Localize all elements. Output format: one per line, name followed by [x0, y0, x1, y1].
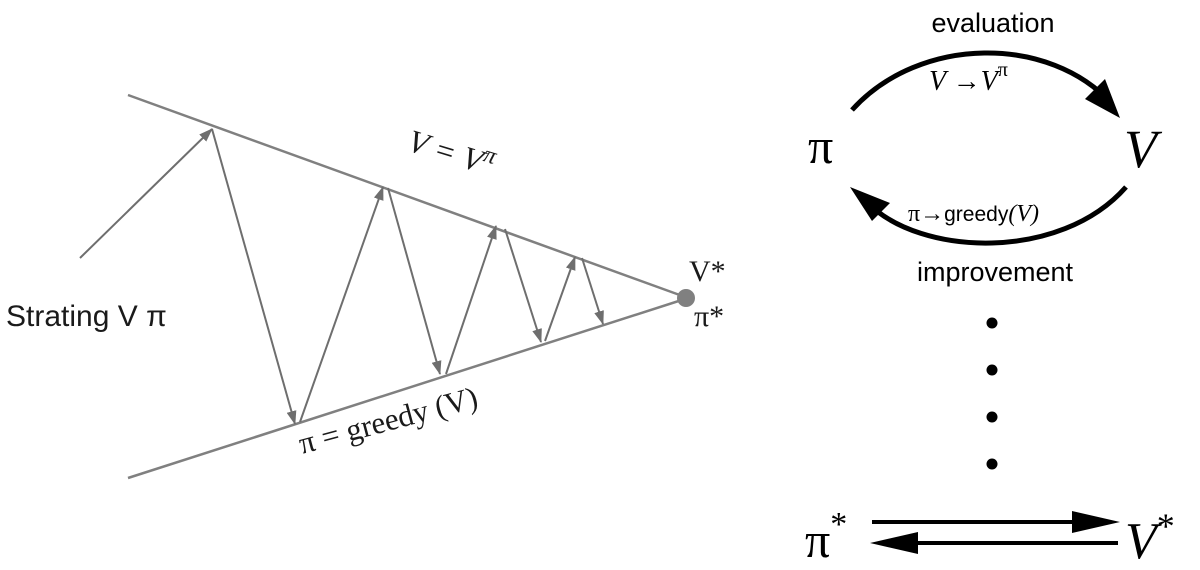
value-node: V — [1124, 119, 1163, 179]
zigzag-arrows — [211, 128, 604, 425]
optimal-value-label: V* — [1125, 506, 1175, 570]
improvement-arc — [866, 185, 1128, 246]
starting-arrow — [79, 128, 213, 259]
optimal-forward-arrowhead — [1072, 511, 1120, 533]
evaluation-label: evaluation — [931, 8, 1054, 38]
zigzag-arrow-down — [581, 257, 604, 325]
zigzag-arrow-down — [387, 187, 442, 375]
zigzag-arrow-up — [299, 186, 384, 423]
value-line-label: V = Vπ — [404, 119, 501, 182]
converge-policy-label: π* — [694, 300, 724, 333]
evaluation-arrowhead — [1085, 79, 1120, 118]
improvement-formula: π→greedy(V) — [908, 201, 1039, 227]
convergence-diagram: Strating V π V = Vπ π = greedy (V) V* π* — [6, 93, 726, 480]
zigzag-arrow-down — [211, 128, 297, 425]
ellipsis-dot — [986, 411, 998, 423]
optimal-policy-label: π* — [805, 506, 847, 568]
greedy-policy-line — [127, 296, 689, 480]
value-function-line — [127, 93, 689, 300]
evaluation-arc — [850, 50, 1114, 112]
optimal-backward-arrowhead — [870, 532, 918, 554]
policy-iteration-cycle: evaluation V →Vπ π V π→greedy(V) improve… — [805, 8, 1175, 570]
zigzag-arrow-down — [504, 228, 542, 343]
ellipsis-dots — [986, 317, 998, 470]
ellipsis-dot — [986, 458, 998, 470]
policy-line-label: π = greedy (V) — [295, 379, 482, 460]
convergence-point — [677, 289, 695, 307]
policy-node: π — [808, 118, 833, 174]
improvement-arrowhead — [850, 187, 890, 221]
converge-value-label: V* — [689, 255, 726, 288]
zigzag-arrow-up — [544, 256, 576, 342]
ellipsis-dot — [986, 364, 998, 376]
evaluation-formula: V →Vπ — [929, 59, 1008, 97]
zigzag-arrow-up — [445, 225, 497, 375]
improvement-label: improvement — [917, 257, 1074, 287]
ellipsis-dot — [986, 317, 998, 329]
starting-label: Strating V π — [6, 300, 167, 333]
